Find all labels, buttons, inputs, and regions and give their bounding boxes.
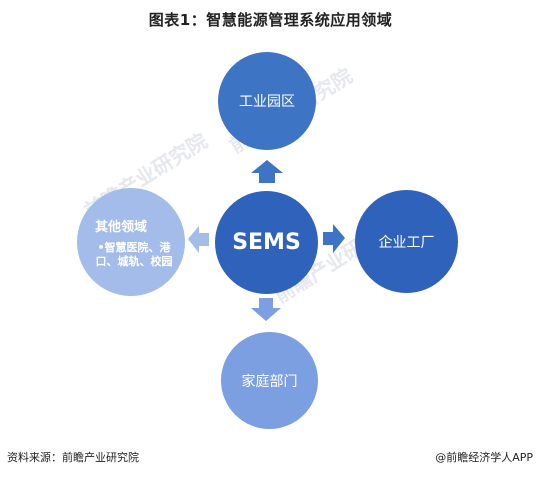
arrow-up [251, 160, 283, 183]
figure-title: 图表1：智慧能源管理系统应用领域 [148, 11, 393, 29]
source-note: 资料来源：前瞻产业研究院 [7, 451, 139, 464]
node-sems: SEMS [215, 191, 318, 294]
node-household-label: 家庭部门 [241, 373, 298, 390]
arrow-right [323, 224, 345, 253]
arrow-down [251, 298, 281, 321]
brand-note: @前瞻经济学人APP [435, 451, 533, 464]
arrow-left [188, 226, 209, 253]
node-sems-label: SEMS [232, 230, 301, 255]
list-item: •智慧医院、港口、城轨、校园 [95, 240, 173, 268]
node-enterprise-factory-label: 企业工厂 [378, 234, 435, 251]
node-enterprise-factory: 企业工厂 [355, 190, 458, 293]
node-industrial-park: 工业园区 [218, 52, 316, 150]
node-other-fields: 其他领域 •智慧医院、港口、城轨、校园 [77, 188, 185, 296]
node-household: 家庭部门 [221, 332, 318, 429]
node-other-fields-title: 其他领域 [95, 219, 148, 235]
node-other-fields-list: •智慧医院、港口、城轨、校园 [91, 241, 177, 269]
node-industrial-park-label: 工业园区 [239, 94, 295, 110]
